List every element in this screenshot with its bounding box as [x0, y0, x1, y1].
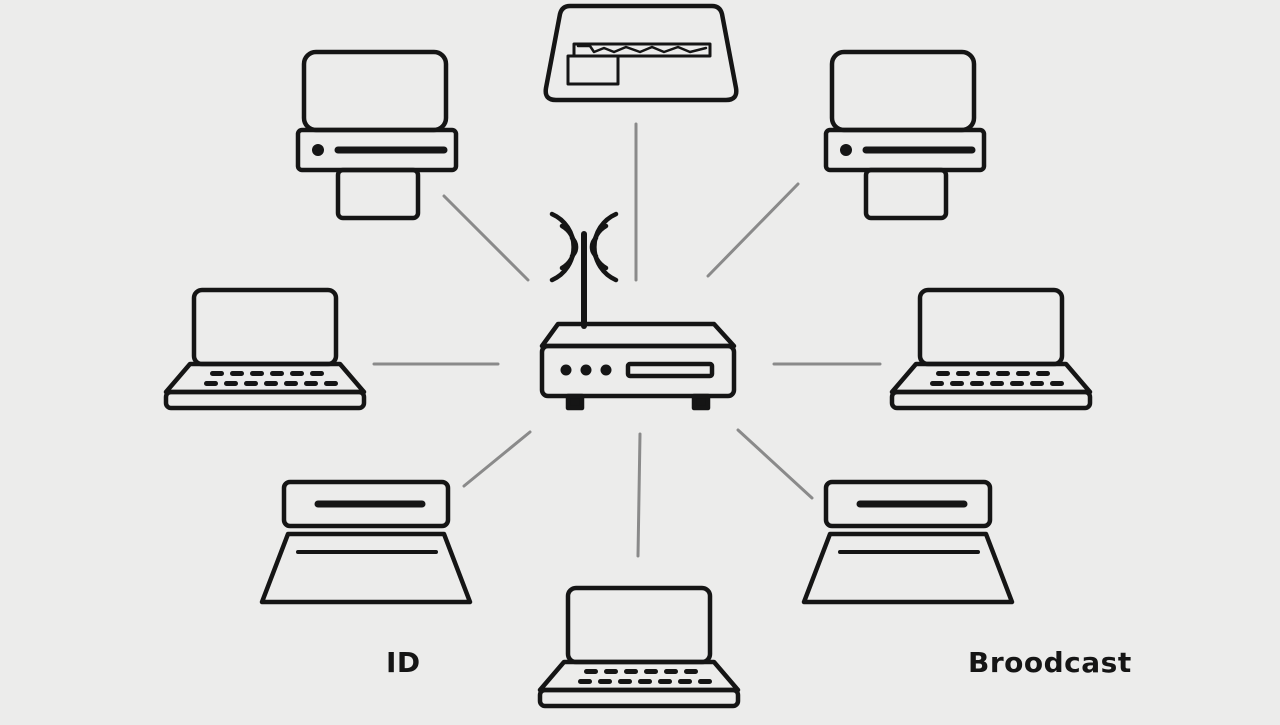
- connector-bottom: [636, 432, 642, 558]
- left-laptop-icon: [166, 290, 364, 408]
- right-laptop-icon: [892, 290, 1090, 408]
- bottom-laptop-icon: [540, 588, 738, 706]
- top-right-printer-icon: [826, 52, 984, 218]
- connector-bottom-left: [462, 430, 532, 488]
- bottom-left-device-icon: [262, 482, 470, 602]
- connectors: [372, 122, 882, 558]
- label-broadcast: Broodcast: [968, 646, 1132, 679]
- connector-top-right: [706, 182, 800, 278]
- connector-top-left: [442, 194, 530, 282]
- wifi-signal-icon: [549, 211, 619, 283]
- top-terminal-icon: [543, 3, 739, 103]
- router-icon: [539, 211, 737, 411]
- top-left-printer-icon: [298, 52, 456, 218]
- label-id: ID: [386, 646, 421, 679]
- bottom-right-device-icon: [804, 482, 1012, 602]
- connector-bottom-right: [736, 428, 814, 500]
